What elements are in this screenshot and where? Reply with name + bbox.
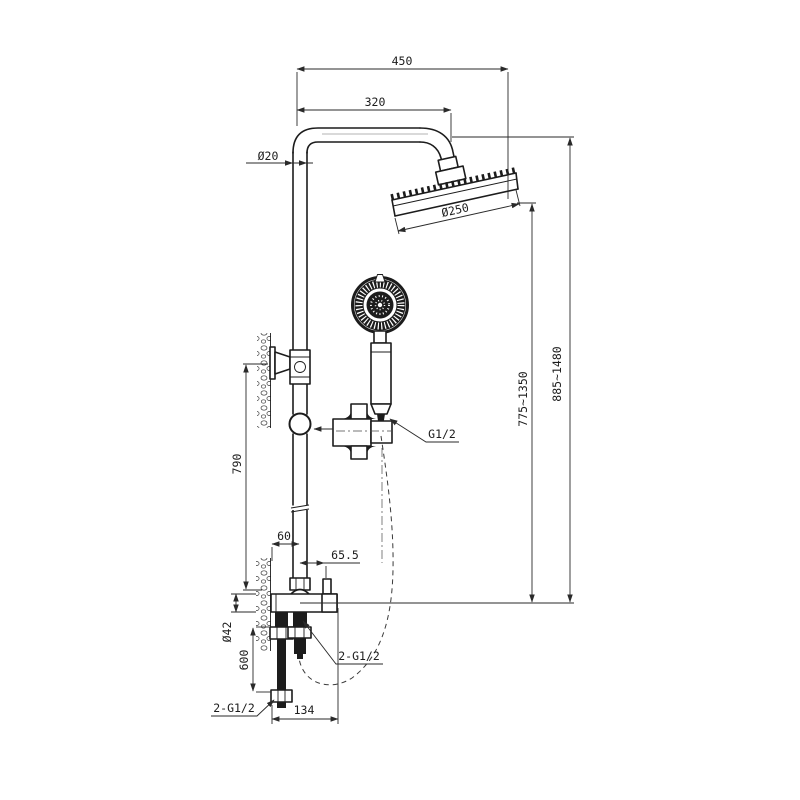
arm-connector-nut bbox=[434, 155, 467, 186]
inlet-connections bbox=[269, 612, 312, 659]
dim-overall-height-885-1480: 885~1480 bbox=[452, 136, 574, 603]
label-inlet-thread: 2-G1/2 bbox=[302, 620, 383, 665]
dim-head-diameter-250: Ø250 bbox=[394, 189, 521, 235]
pipe-break-mark bbox=[290, 504, 310, 513]
dim-label-790: 790 bbox=[230, 454, 244, 475]
dim-label-o20: Ø20 bbox=[258, 149, 279, 163]
supply-hose bbox=[270, 639, 293, 708]
mixer-valve bbox=[269, 577, 574, 708]
dim-label-320: 320 bbox=[365, 95, 386, 109]
pipe-clamp-collar bbox=[289, 349, 311, 385]
dim-label-o42: Ø42 bbox=[220, 622, 234, 643]
dim-diverter-offset-65-5: 65.5 bbox=[299, 548, 360, 578]
dim-hose-drop-600: 600 bbox=[237, 626, 271, 693]
hand-shower-handle bbox=[370, 330, 392, 435]
dim-label-775-1350: 775~1350 bbox=[516, 371, 530, 426]
hand-shower bbox=[351, 274, 409, 435]
hand-shower-pivot bbox=[374, 274, 386, 283]
hose-outlet-thread bbox=[294, 638, 306, 654]
wall-hatch-lower bbox=[256, 558, 271, 651]
label-2-g12-left: 2-G1/2 bbox=[213, 701, 255, 715]
flexible-hose-dashed bbox=[298, 435, 394, 686]
label-handshower-thread: G1/2 bbox=[389, 418, 459, 443]
dim-label-134: 134 bbox=[294, 703, 315, 717]
spray-nozzle-teeth bbox=[390, 167, 516, 200]
slider-ball-joint bbox=[288, 412, 312, 436]
dim-label-450: 450 bbox=[392, 54, 413, 68]
dim-label-600: 600 bbox=[237, 650, 251, 671]
clamp-screw bbox=[294, 361, 306, 373]
hand-shower-face bbox=[351, 274, 409, 334]
dim-label-65-5: 65.5 bbox=[331, 548, 359, 562]
dim-label-o250: Ø250 bbox=[440, 200, 470, 220]
label-2-g12-right: 2-G1/2 bbox=[338, 649, 380, 663]
dim-overall-width-450: 450 bbox=[296, 54, 509, 199]
dim-valve-diameter-42: Ø42 bbox=[220, 593, 256, 643]
dim-riser-length-790: 790 bbox=[230, 363, 268, 591]
dim-head-height-775-1350: 775~1350 bbox=[516, 202, 536, 603]
dim-label-60: 60 bbox=[277, 529, 291, 543]
riser-base-nut bbox=[289, 577, 311, 595]
hand-shower-holder bbox=[313, 403, 393, 563]
wall-bracket bbox=[269, 346, 311, 385]
diverter-knob bbox=[322, 578, 332, 595]
dim-pipe-diameter-20: Ø20 bbox=[246, 149, 313, 166]
label-hose-thread: 2-G1/2 bbox=[211, 699, 275, 717]
shower-arm bbox=[292, 127, 457, 167]
dim-label-885-1480: 885~1480 bbox=[550, 346, 564, 401]
dim-wall-offset-60: 60 bbox=[271, 529, 300, 561]
dim-outlet-spacing-134: 134 bbox=[271, 608, 339, 724]
dim-arm-reach-320: 320 bbox=[296, 95, 452, 142]
wall-hatch-upper bbox=[257, 333, 271, 428]
riser-pipe bbox=[290, 151, 310, 579]
label-g12: G1/2 bbox=[428, 427, 456, 441]
